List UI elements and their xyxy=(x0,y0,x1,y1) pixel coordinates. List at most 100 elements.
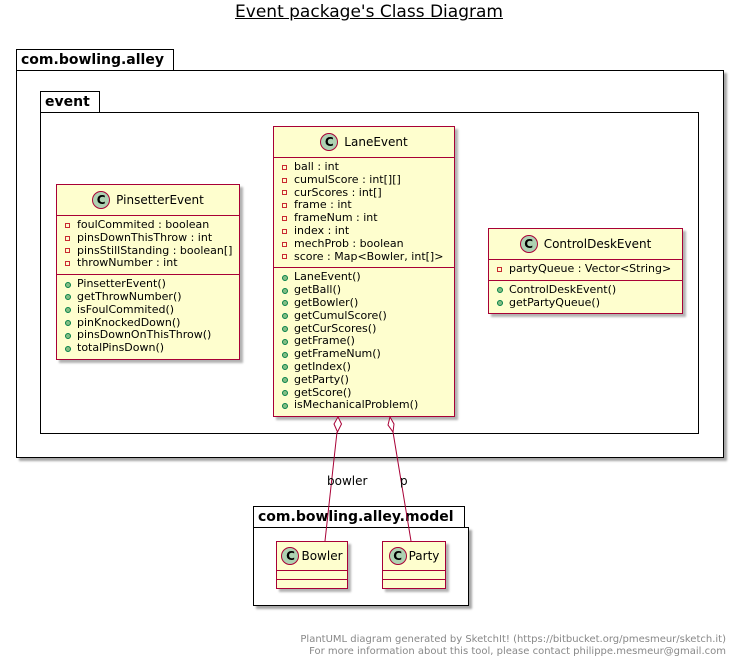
field-row: pinsDownThisThrow : int xyxy=(63,231,235,245)
method-row: getCumulScore() xyxy=(280,309,450,323)
field-row: throwNumber : int xyxy=(63,257,235,270)
method-row: getPartyQueue() xyxy=(495,296,678,310)
method-row: pinsDownOnThisThrow() xyxy=(63,329,235,342)
private-icon xyxy=(282,177,287,183)
public-icon xyxy=(281,389,288,396)
public-icon xyxy=(281,351,288,358)
class-controldesk-event[interactable]: C ControlDeskEvent partyQueue : Vector<S… xyxy=(488,228,683,315)
class-name: ControlDeskEvent xyxy=(543,237,652,251)
private-icon xyxy=(497,266,502,272)
method-row: isMechanicalProblem() xyxy=(280,399,450,412)
method-row: getParty() xyxy=(280,373,450,387)
relation-label-bowler: bowler xyxy=(327,474,368,488)
public-icon xyxy=(496,287,503,294)
footer-line-2: For more information about this tool, pl… xyxy=(309,646,726,657)
class-party[interactable]: C Party xyxy=(382,541,446,589)
methods-section: LaneEvent() getBall() getBowler() getCum… xyxy=(274,268,454,416)
public-icon xyxy=(64,332,71,339)
private-icon xyxy=(282,164,287,170)
relation-label-party: p xyxy=(400,474,408,488)
class-name: Bowler xyxy=(301,549,343,563)
private-icon xyxy=(282,241,287,247)
relation-bowler xyxy=(324,415,343,542)
method-row: getScore() xyxy=(280,386,450,400)
method-row: getBall() xyxy=(280,283,450,297)
field-row: ball : int xyxy=(280,160,450,174)
public-icon xyxy=(281,274,288,281)
public-icon xyxy=(281,287,288,294)
class-lane-event[interactable]: C LaneEvent ball : int cumulScore : int[… xyxy=(273,126,455,418)
aggregation-diamond-icon xyxy=(387,415,395,434)
fields-section xyxy=(277,571,347,580)
public-icon xyxy=(496,299,503,306)
public-icon xyxy=(64,345,71,352)
fields-section: foulCommited : boolean pinsDownThisThrow… xyxy=(57,216,239,276)
method-row: LaneEvent() xyxy=(280,271,450,284)
footer: PlantUML diagram generated by SketchIt! … xyxy=(300,634,726,658)
public-icon xyxy=(281,377,288,384)
aggregation-diamond-icon xyxy=(333,415,343,434)
field-row: cumulScore : int[][] xyxy=(280,173,450,187)
class-bowler[interactable]: C Bowler xyxy=(276,541,348,589)
private-icon xyxy=(282,203,287,209)
field-row: foulCommited : boolean xyxy=(63,218,235,232)
private-icon xyxy=(282,190,287,196)
method-row: getFrame() xyxy=(280,335,450,348)
class-name: LaneEvent xyxy=(344,135,408,149)
public-icon xyxy=(281,325,288,332)
fields-section: ball : int cumulScore : int[][] curScore… xyxy=(274,158,454,269)
field-row: frameNum : int xyxy=(280,211,450,225)
class-icon: C xyxy=(388,547,407,565)
field-row: index : int xyxy=(280,224,450,238)
private-icon xyxy=(65,248,70,254)
class-name: Party xyxy=(408,549,440,563)
field-row: curScores : int[] xyxy=(280,186,450,200)
class-icon: C xyxy=(92,191,111,209)
field-row: mechProb : boolean xyxy=(280,237,450,251)
private-icon xyxy=(282,228,287,234)
relation-party xyxy=(387,415,412,542)
method-row: getThrowNumber() xyxy=(63,290,235,304)
diagram-title: Event package's Class Diagram xyxy=(235,2,503,22)
field-row: frame : int xyxy=(280,199,450,212)
public-icon xyxy=(64,281,71,288)
public-icon xyxy=(281,300,288,307)
method-row: isFoulCommited() xyxy=(63,303,235,317)
package-event-tab: event xyxy=(40,91,100,112)
public-icon xyxy=(281,402,288,409)
package-com-bowling-alley-tab: com.bowling.alley xyxy=(16,49,174,70)
public-icon xyxy=(64,319,71,326)
public-icon xyxy=(64,307,71,314)
class-icon: C xyxy=(320,133,339,151)
class-pinsetter-event[interactable]: C PinsetterEvent foulCommited : boolean … xyxy=(56,184,240,360)
public-icon xyxy=(64,294,71,301)
private-icon xyxy=(65,222,70,228)
field-row: partyQueue : Vector<String> xyxy=(495,262,678,276)
method-row: totalPinsDown() xyxy=(63,341,235,355)
package-model-tab: com.bowling.alley.model xyxy=(253,506,465,527)
private-icon xyxy=(282,216,287,222)
field-row: score : Map<Bowler, int[]> xyxy=(280,250,450,264)
field-row: pinsStillStanding : boolean[] xyxy=(63,244,235,258)
private-icon xyxy=(282,254,287,260)
method-row: PinsetterEvent() xyxy=(63,277,235,291)
public-icon xyxy=(281,338,288,345)
fields-section xyxy=(383,571,445,580)
method-row: getFrameNum() xyxy=(280,347,450,361)
private-icon xyxy=(65,261,70,267)
method-row: getIndex() xyxy=(280,360,450,374)
method-row: getCurScores() xyxy=(280,322,450,336)
private-icon xyxy=(65,235,70,241)
public-icon xyxy=(281,313,288,320)
footer-line-1: PlantUML diagram generated by SketchIt! … xyxy=(300,634,726,645)
methods-section: ControlDeskEvent() getPartyQueue() xyxy=(489,281,682,314)
method-row: getBowler() xyxy=(280,296,450,310)
methods-section: PinsetterEvent() getThrowNumber() isFoul… xyxy=(57,275,239,359)
class-icon: C xyxy=(519,235,538,253)
method-row: ControlDeskEvent() xyxy=(495,283,678,297)
method-row: pinKnockedDown() xyxy=(63,316,235,330)
class-icon: C xyxy=(281,547,300,565)
class-name: PinsetterEvent xyxy=(116,193,204,207)
public-icon xyxy=(281,364,288,371)
